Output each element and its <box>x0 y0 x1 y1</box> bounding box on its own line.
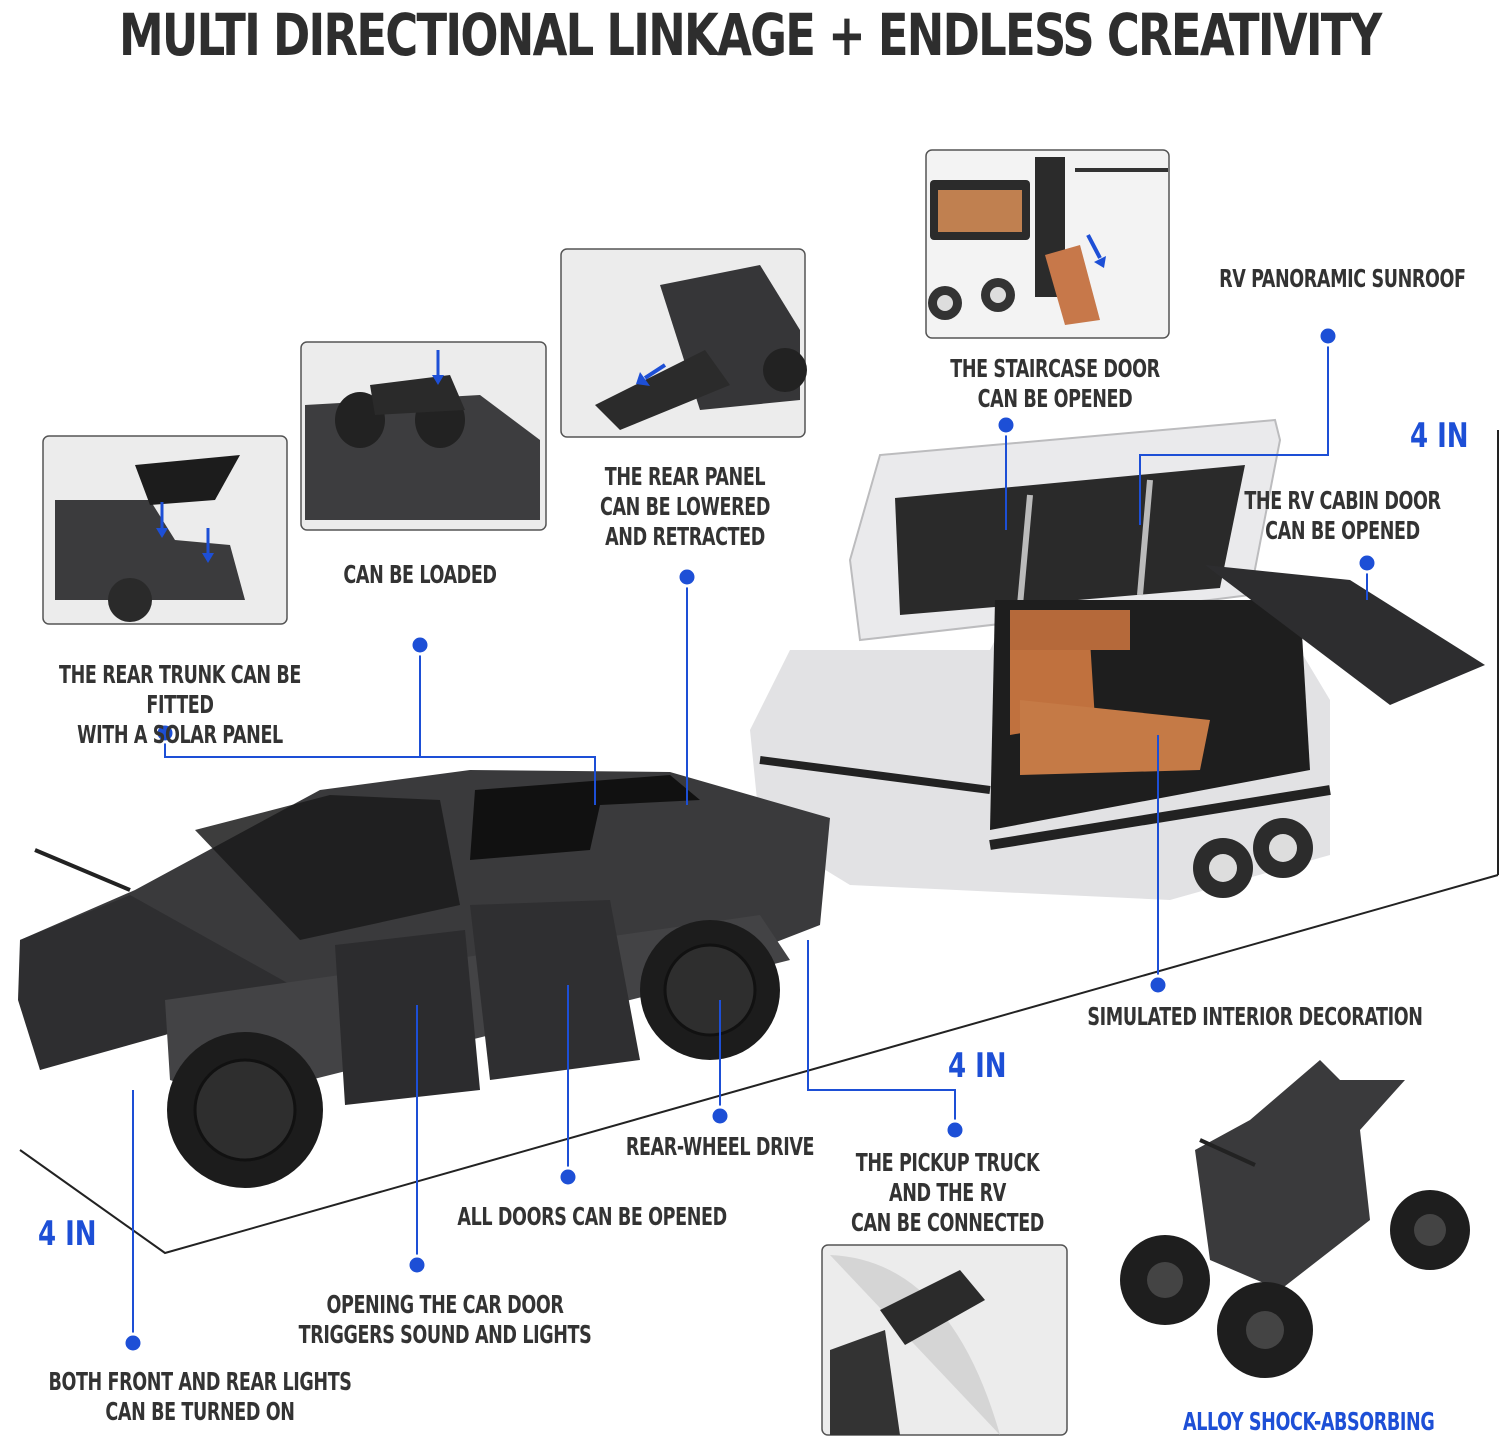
label-lights: BOTH FRONT AND REAR LIGHTS CAN BE TURNED… <box>48 1367 352 1426</box>
label-cabin-door: THE RV CABIN DOOR CAN BE OPENED <box>1244 486 1441 545</box>
dimension-length: 4 IN <box>948 1046 1007 1086</box>
dimension-height: 4 IN <box>1410 416 1469 456</box>
inset-hitch <box>821 1244 1068 1436</box>
page-title: MULTI DIRECTIONAL LINKAGE + ENDLESS CREA… <box>118 1 1382 69</box>
label-shock-absorbing: ALLOY SHOCK-ABSORBING <box>1183 1407 1435 1436</box>
label-door-sound: OPENING THE CAR DOOR TRIGGERS SOUND AND … <box>298 1290 592 1349</box>
inset-solar-panel <box>42 435 288 625</box>
label-connected: THE PICKUP TRUCK AND THE RV CAN BE CONNE… <box>850 1148 1044 1237</box>
label-interior: SIMULATED INTERIOR DECORATION <box>1087 1002 1423 1031</box>
label-can-be-loaded: CAN BE LOADED <box>343 560 497 589</box>
label-staircase-door: THE STAIRCASE DOOR CAN BE OPENED <box>950 354 1160 413</box>
pickup-truck <box>18 770 830 1188</box>
label-rear-wheel-drive: REAR-WHEEL DRIVE <box>625 1132 815 1161</box>
label-rear-panel: THE REAR PANEL CAN BE LOWERED AND RETRAC… <box>599 462 771 551</box>
callout-lines <box>132 336 1368 1343</box>
label-solar-panel: THE REAR TRUNK CAN BE FITTED WITH A SOLA… <box>59 660 301 749</box>
dimension-width: 4 IN <box>38 1214 97 1254</box>
label-sunroof: RV PANORAMIC SUNROOF <box>1219 264 1466 293</box>
label-all-doors: ALL DOORS CAN BE OPENED <box>457 1202 727 1231</box>
atv-toy <box>1120 1060 1470 1378</box>
callout-dots <box>122 325 1378 1354</box>
rv-trailer <box>750 418 1485 900</box>
inset-can-be-loaded <box>300 341 547 531</box>
dimension-guides <box>19 430 1499 1255</box>
inset-rear-panel <box>560 248 807 438</box>
inset-staircase-door <box>925 149 1170 339</box>
